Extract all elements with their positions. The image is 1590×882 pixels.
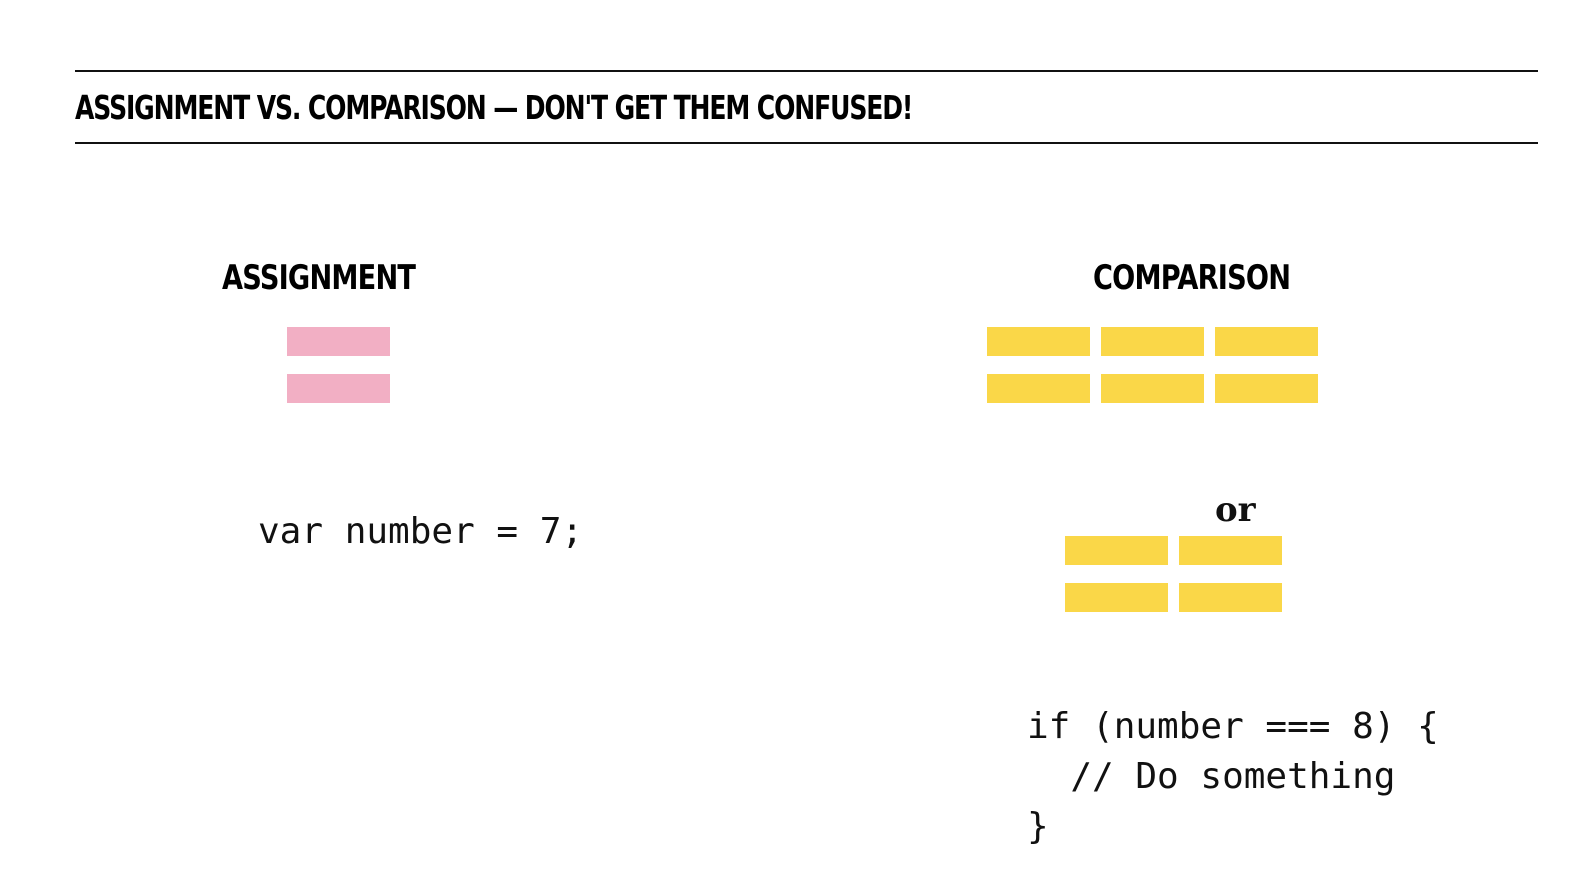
loose-equals-bar [1179, 536, 1282, 565]
slide-title: ASSIGNMENT VS. COMPARISON — DON'T GET TH… [75, 88, 913, 127]
strict-equals-bar [1215, 327, 1318, 356]
assignment-code: var number = 7; [258, 511, 584, 552]
strict-equality-operator [987, 327, 1318, 403]
code-line: if (number === 8) { [1027, 706, 1439, 747]
strict-equals-bar [1215, 374, 1318, 403]
strict-equals-sign [987, 327, 1090, 403]
loose-equals-bar [1179, 583, 1282, 612]
strict-equals-sign [1215, 327, 1318, 403]
strict-equals-bar [1101, 374, 1204, 403]
strict-equals-sign [1101, 327, 1204, 403]
title-rule-bottom [75, 142, 1538, 144]
assignment-equals-bar [287, 327, 390, 356]
comparison-code: if (number === 8) { // Do something} [1027, 702, 1439, 852]
or-label: or [1215, 490, 1256, 530]
loose-equals-sign [1179, 536, 1282, 612]
loose-equals-bar [1065, 536, 1168, 565]
loose-equals-sign [1065, 536, 1168, 612]
comparison-heading: COMPARISON [1093, 258, 1291, 298]
loose-equality-operator [1065, 536, 1282, 612]
assignment-equals-bar [287, 374, 390, 403]
loose-equals-bar [1065, 583, 1168, 612]
title-rule-top [75, 70, 1538, 72]
code-line: } [1027, 806, 1049, 847]
code-line: // Do something [1027, 756, 1396, 797]
strict-equals-bar [1101, 327, 1204, 356]
assignment-heading: ASSIGNMENT [222, 258, 416, 298]
assignment-operator [287, 327, 390, 403]
strict-equals-bar [987, 374, 1090, 403]
strict-equals-bar [987, 327, 1090, 356]
assignment-equals-sign [287, 327, 390, 403]
